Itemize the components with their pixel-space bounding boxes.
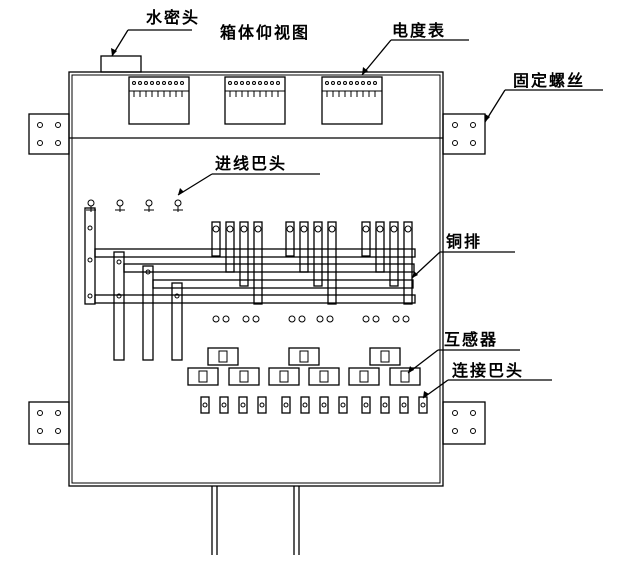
label-fixing-screw: 固定螺丝 [513,71,585,90]
box-legs [211,486,300,555]
label-incoming-terminal: 进线巴头 [215,154,287,173]
incoming-vertical-bars [84,207,183,361]
mounting-ear-top-left [28,113,70,155]
meter-1 [128,76,190,125]
leader-arrows [111,48,490,398]
outgoing-bolts [212,315,410,323]
meter-2 [224,76,286,125]
incoming-terminal-bolts [86,199,183,212]
mounting-ear-top-right [442,113,486,155]
meter-bar-bolts [212,225,412,233]
label-copper-bar: 铜排 [446,232,482,251]
meter-3 [321,76,383,125]
box-body [68,71,444,487]
mounting-ear-bottom-right [442,401,486,445]
label-bottom-view: 箱体仰视图 [220,23,310,42]
label-waterproof-head: 水密头 [146,8,200,27]
label-connecting-terminal: 连接巴头 [452,361,524,380]
meter-vertical-bars [211,221,413,305]
connecting-terminals [200,396,428,414]
copper-busbars [94,248,416,304]
mounting-ear-bottom-left [28,401,70,445]
label-transformer: 互感器 [444,330,498,349]
label-meter: 电度表 [392,21,446,40]
waterproof-head [100,55,142,73]
current-transformers [187,347,421,386]
